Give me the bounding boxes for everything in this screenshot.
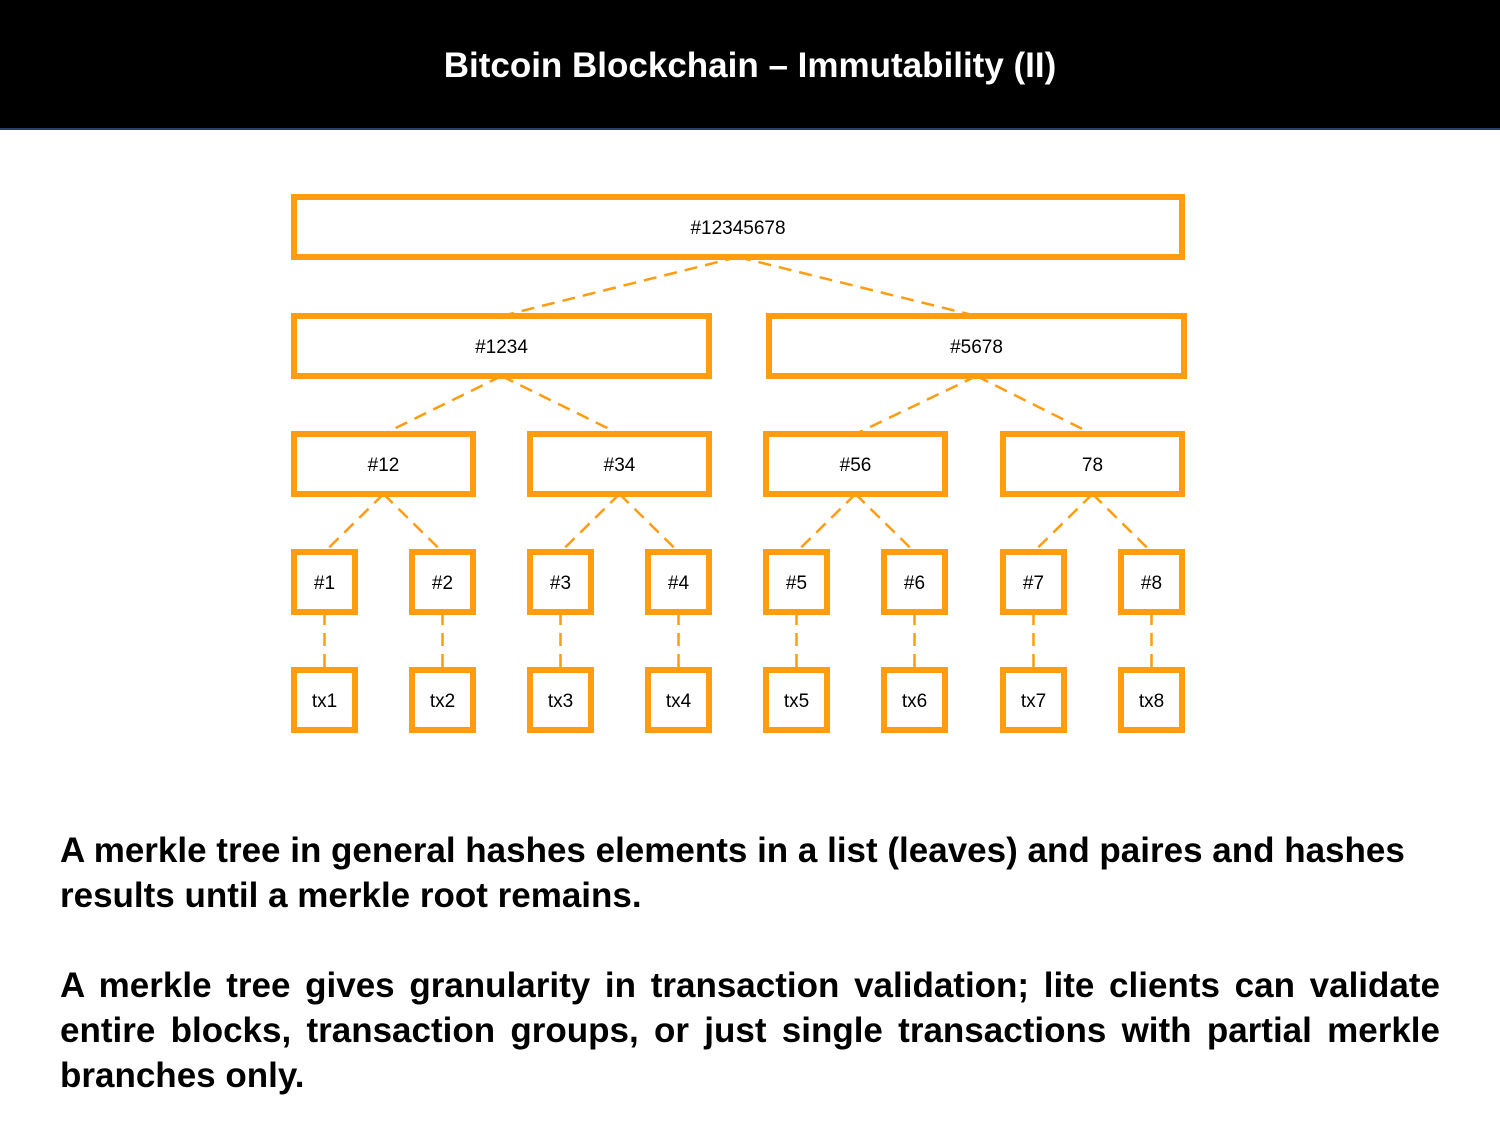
root-node-box xyxy=(291,194,1185,260)
tx-node-label: tx2 xyxy=(430,691,455,712)
hash-node-box xyxy=(645,549,712,615)
tx-node: tx6 xyxy=(881,667,948,733)
hash-node: #2 xyxy=(409,549,476,615)
tx-node-box xyxy=(409,667,476,733)
tree-edge xyxy=(382,493,444,553)
tx-node-label: tx4 xyxy=(666,691,692,712)
level2-node-box xyxy=(291,431,476,497)
tree-edge xyxy=(323,493,385,553)
tree-edge xyxy=(500,374,621,436)
tx-node: tx8 xyxy=(1118,667,1185,733)
root-node: #12345678 xyxy=(291,194,1185,260)
hash-node-box xyxy=(763,549,830,615)
tx-node-box xyxy=(527,667,594,733)
level2-node: #56 xyxy=(763,431,948,497)
tree-edge xyxy=(559,493,621,553)
tree-edge xyxy=(737,255,977,318)
tree-edge xyxy=(854,374,978,436)
tx-node-label: tx8 xyxy=(1139,691,1164,712)
body-paragraph-1: A merkle tree in general hashes elements… xyxy=(60,831,1405,915)
hash-node-box xyxy=(527,549,594,615)
hash-node: #4 xyxy=(645,549,712,615)
slide-title: Bitcoin Blockchain – Immutability (II) xyxy=(443,46,1057,85)
hash-node: #6 xyxy=(881,549,948,615)
level2-node: #34 xyxy=(527,431,712,497)
tree-edge xyxy=(975,374,1094,436)
level2-node-label: #34 xyxy=(604,455,636,476)
tx-node-box xyxy=(291,667,358,733)
tree-edge xyxy=(795,493,857,553)
level1-node-box xyxy=(291,313,712,379)
tx-node-label: tx6 xyxy=(902,691,927,712)
level2-node: #12 xyxy=(291,431,476,497)
level2-node-label: 78 xyxy=(1082,455,1103,476)
hash-node-label: #6 xyxy=(904,573,925,594)
tree-edge xyxy=(1091,493,1153,553)
hash-node-label: #3 xyxy=(550,573,571,594)
tree-connectors xyxy=(323,255,1153,670)
tx-node-label: tx1 xyxy=(312,691,337,712)
level1-node: #5678 xyxy=(766,313,1187,379)
tree-edge xyxy=(1032,493,1094,553)
hash-node-box xyxy=(409,549,476,615)
hash-node-label: #5 xyxy=(786,573,807,594)
tx-node-box xyxy=(881,667,948,733)
hash-node-label: #7 xyxy=(1023,573,1044,594)
tx-node-box xyxy=(645,667,712,733)
hash-node: #3 xyxy=(527,549,594,615)
tx-node-label: tx5 xyxy=(784,691,809,712)
tree-edge xyxy=(854,493,916,553)
title-bar: Bitcoin Blockchain – Immutability (II) xyxy=(0,0,1500,130)
hash-node-box xyxy=(1118,549,1185,615)
level2-node-label: #56 xyxy=(840,455,872,476)
level1-node-label: #1234 xyxy=(475,337,528,358)
hash-node-label: #4 xyxy=(668,573,690,594)
hash-node-label: #8 xyxy=(1141,573,1162,594)
hash-node: #5 xyxy=(763,549,830,615)
level2-node: 78 xyxy=(1000,431,1185,497)
level2-node-box xyxy=(527,431,712,497)
tx-node: tx4 xyxy=(645,667,712,733)
tx-node-label: tx3 xyxy=(548,691,573,712)
tree-edge xyxy=(382,374,503,436)
tx-node-box xyxy=(1000,667,1067,733)
level2-node-label: #12 xyxy=(368,455,400,476)
hash-node-box xyxy=(1000,549,1067,615)
level1-node-box xyxy=(766,313,1187,379)
hash-node: #7 xyxy=(1000,549,1067,615)
hash-node: #8 xyxy=(1118,549,1185,615)
hash-node: #1 xyxy=(291,549,358,615)
level1-node: #1234 xyxy=(291,313,712,379)
tree-edge xyxy=(501,255,739,318)
hash-node-box xyxy=(881,549,948,615)
hash-node-label: #1 xyxy=(314,573,335,594)
tx-node-label: tx7 xyxy=(1021,691,1046,712)
tx-node: tx2 xyxy=(409,667,476,733)
tx-node: tx5 xyxy=(763,667,830,733)
root-node-label: #12345678 xyxy=(690,218,785,239)
level2-node-box xyxy=(763,431,948,497)
tx-node: tx3 xyxy=(527,667,594,733)
level2-node-box xyxy=(1000,431,1185,497)
tree-edge xyxy=(618,493,680,553)
level1-node-label: #5678 xyxy=(950,337,1003,358)
tx-node: tx1 xyxy=(291,667,358,733)
hash-node-label: #2 xyxy=(432,573,453,594)
tx-node: tx7 xyxy=(1000,667,1067,733)
tx-node-box xyxy=(763,667,830,733)
body-paragraph-2: A merkle tree gives granularity in trans… xyxy=(60,966,1440,1095)
hash-node-box xyxy=(291,549,358,615)
tx-node-box xyxy=(1118,667,1185,733)
